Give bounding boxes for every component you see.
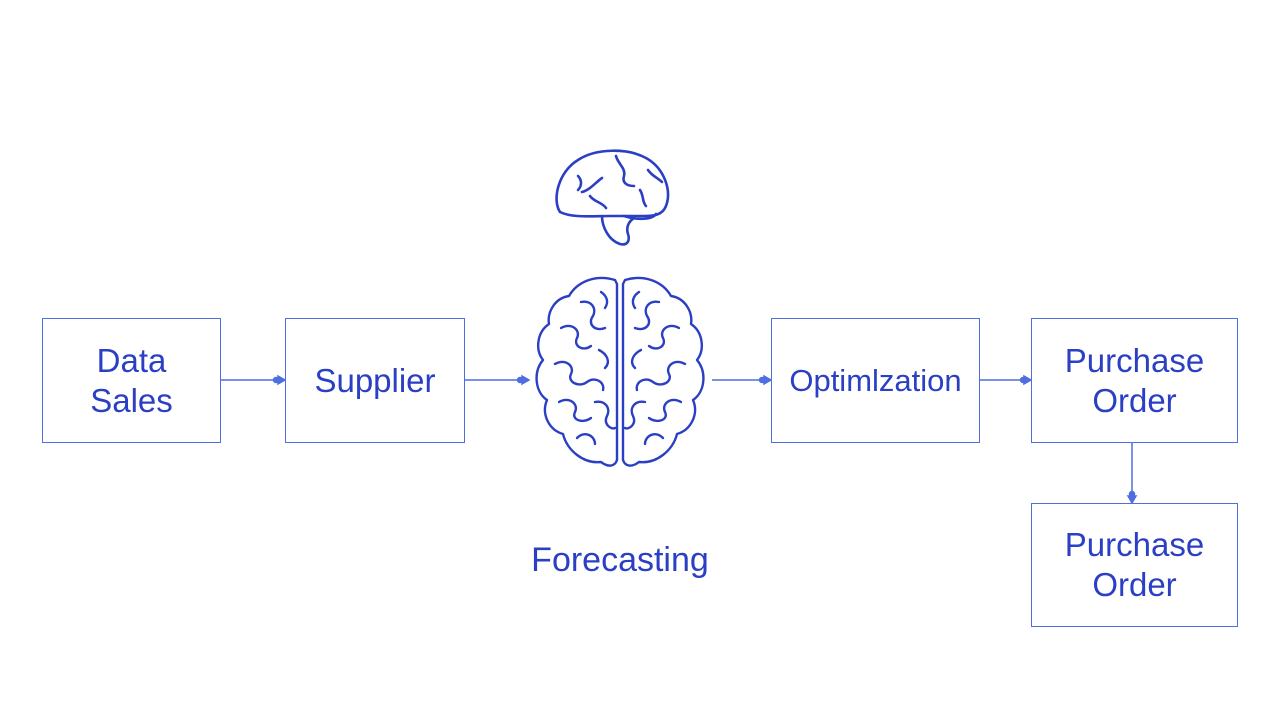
forecasting-label: Forecasting [531, 541, 709, 579]
node-purchase-order-2: Purchase Order [1031, 503, 1238, 627]
node-purchase-order-2-line1: Purchase [1064, 526, 1205, 563]
brain-detailed-icon [525, 272, 715, 476]
node-purchase-order-2-line2: Order [1092, 566, 1177, 603]
node-purchase-order-1-line1: Purchase [1064, 341, 1205, 379]
node-data-sales-line2: Sales [90, 381, 173, 419]
brain-outline-icon [548, 146, 678, 250]
node-optimization-label: Optimlzation [789, 362, 962, 398]
node-supplier: Supplier [285, 318, 465, 443]
node-purchase-order-1: Purchase Order [1031, 318, 1238, 443]
node-supplier-label: Supplier [314, 361, 436, 399]
node-data-sales-line1: Data [96, 341, 167, 379]
node-optimization: Optimlzation [771, 318, 980, 443]
node-purchase-order-1-line2: Order [1092, 381, 1177, 419]
node-data-sales: Data Sales [42, 318, 221, 443]
